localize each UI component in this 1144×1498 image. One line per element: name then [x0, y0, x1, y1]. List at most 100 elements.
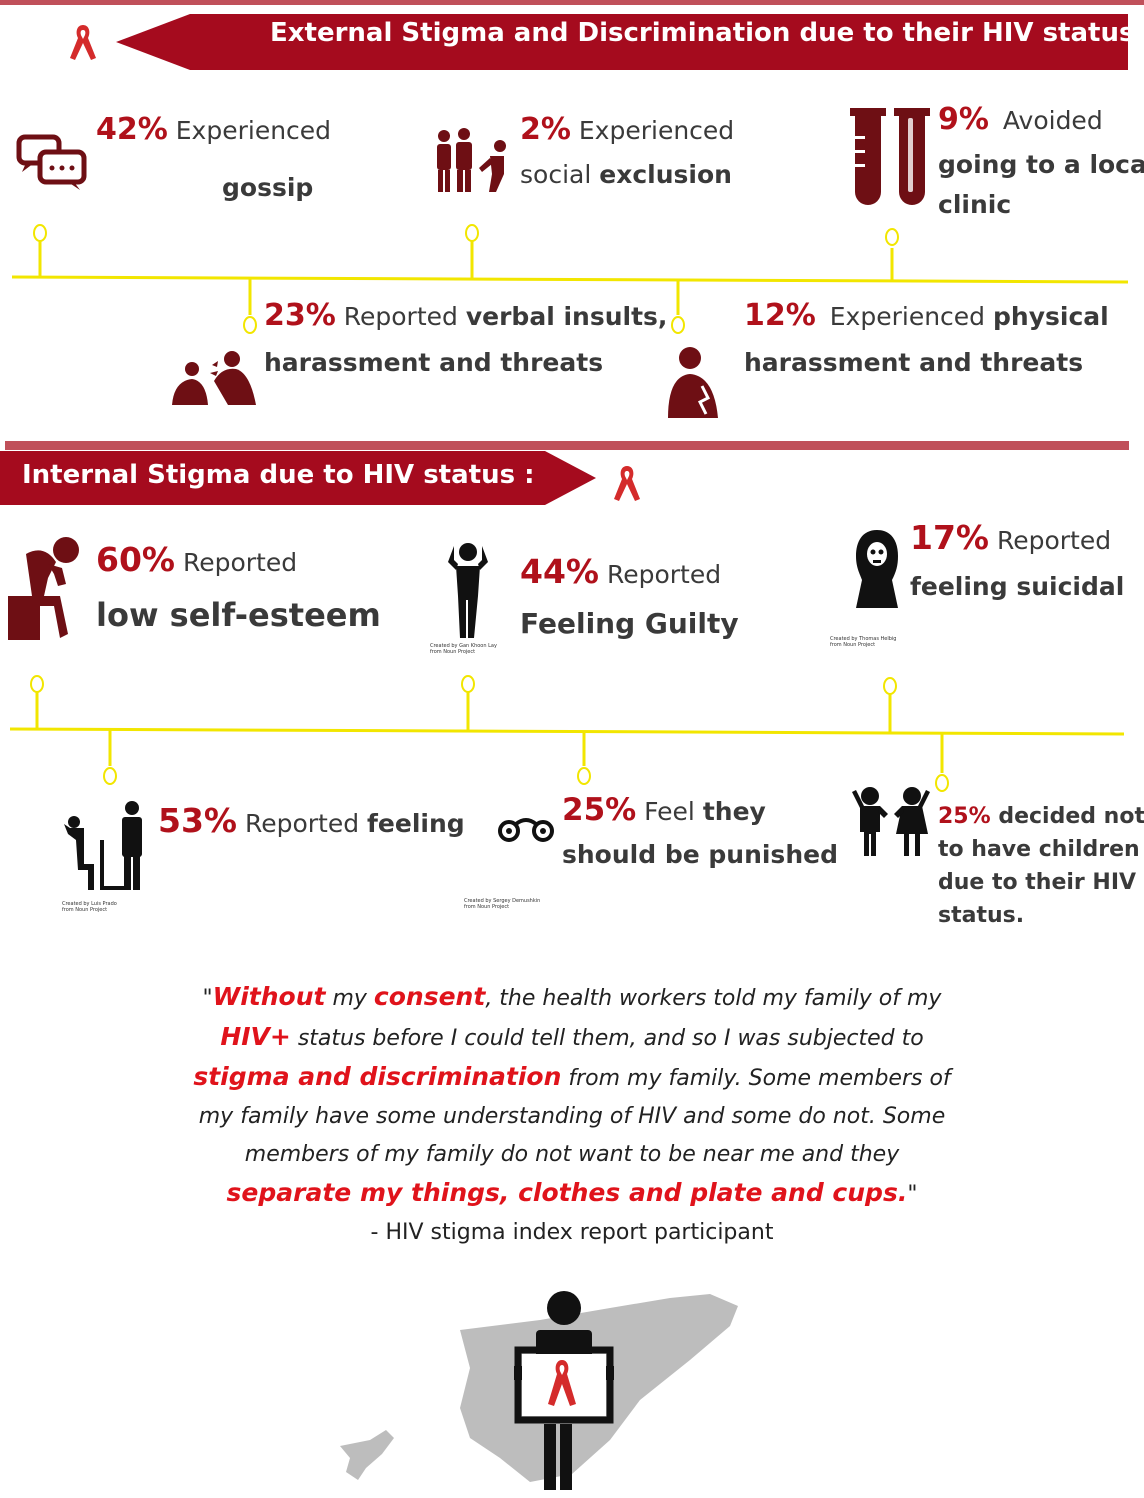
children-icon: [852, 787, 930, 856]
guilty-label: Feeling Guilty: [520, 607, 739, 640]
external-banner: [116, 14, 1128, 70]
self-esteem-percent: 60%: [96, 540, 175, 579]
quote-emphasis-stigma: stigma and discrimination: [193, 1062, 562, 1091]
children-line-3: due to their HIV: [938, 870, 1137, 895]
quote-emphasis-separate: separate my things, clothes and plate an…: [226, 1178, 908, 1207]
verbal-prefix: Reported: [343, 302, 458, 331]
sad-seated-person-icon: [8, 537, 79, 640]
distressed-person-icon: [448, 543, 488, 638]
verbal-stat: 23% Reported verbal insults,: [264, 298, 667, 333]
quote-text-3: status before I could tell them, and so …: [290, 1026, 924, 1051]
gossip-percent: 42%: [96, 112, 168, 147]
awareness-ribbon-icon: [614, 466, 640, 501]
excluded-people-icon: [437, 128, 506, 192]
gossip-prefix: Experienced: [175, 116, 332, 145]
exclusion-percent: 2%: [520, 112, 571, 147]
suicidal-credit-line-2: from Noun Project: [830, 642, 876, 648]
self-esteem-label: low self-esteem: [96, 596, 381, 634]
self-esteem-stat: 60% Reported: [96, 540, 297, 579]
feeling-credit-line-2: from Noun Project: [62, 907, 108, 913]
suicidal-prefix: Reported: [996, 526, 1112, 555]
shouting-people-icon: [172, 349, 256, 405]
awareness-ribbon-icon: [70, 25, 96, 60]
feeling-stat: 53% Reported feeling: [158, 801, 465, 840]
physical-bold-1: physical: [993, 302, 1109, 331]
punished-stat: 25% Feel they: [562, 792, 766, 828]
external-title: External Stigma and Discrimination due t…: [270, 18, 1144, 48]
quote-open-mark: ": [202, 986, 213, 1011]
verbal-percent: 23%: [264, 298, 336, 333]
guilty-prefix: Reported: [606, 560, 722, 589]
quote-emphasis-consent: consent: [373, 982, 486, 1011]
children-line-4: status.: [938, 903, 1025, 928]
suicidal-icon-credit: Created by Thomas Helbig from Noun Proje…: [830, 636, 896, 648]
physical-label-2: harassment and threats: [744, 348, 1084, 377]
guilty-credit-line-1: Created by Gan Khoon Lay: [430, 643, 497, 649]
clinic-stat: 9% Avoided: [938, 102, 1103, 137]
guilty-stat: 44% Reported: [520, 552, 721, 591]
divider-line: [5, 441, 1129, 450]
suicidal-stat: 17% Reported: [910, 518, 1111, 557]
feeling-prefix: Reported: [244, 809, 360, 838]
quote-emphasis-without: Without: [212, 982, 326, 1011]
external-timeline: [11, 224, 1129, 334]
handcuffs-icon: [498, 818, 554, 842]
physical-percent: 12%: [744, 298, 816, 333]
small-island-shape: [340, 1430, 394, 1480]
top-accent-line: [0, 0, 1144, 5]
map-person-illustration: [340, 1291, 738, 1490]
participant-quote: "Without my consent, the health workers …: [0, 978, 1144, 1252]
punished-icon-credit: Created by Sergey Demushkin from Noun Pr…: [464, 898, 540, 910]
skull-head-icon: [856, 530, 898, 608]
children-line-1: decided not: [998, 804, 1144, 829]
verbal-bold-1: verbal insults,: [465, 302, 668, 331]
feeling-credit-line-1: Created by Luis Prado: [62, 901, 117, 907]
gossip-label: gossip: [222, 173, 314, 202]
guilty-percent: 44%: [520, 552, 599, 591]
quote-attribution: - HIV stigma index report participant: [370, 1220, 774, 1245]
exclusion-label: social exclusion: [520, 160, 732, 189]
injured-person-icon: [668, 347, 718, 418]
clinic-label-1: going to a local: [938, 150, 1144, 179]
children-stat: 25% decided not to have children due to …: [938, 800, 1144, 932]
quote-text-4: from my family. Some members of: [561, 1066, 951, 1091]
guilty-icon-credit: Created by Gan Khoon Lay from Noun Proje…: [430, 643, 497, 655]
internal-timeline: [9, 675, 1125, 792]
feeling-percent: 53%: [158, 801, 237, 840]
quote-text-1: my: [325, 986, 374, 1011]
punished-credit-line-1: Created by Sergey Demushkin: [464, 898, 541, 904]
exclusion-bold: exclusion: [599, 160, 732, 189]
quote-emphasis-hiv: HIV+: [220, 1022, 291, 1051]
internal-banner: [0, 451, 596, 505]
verbal-label-2: harassment and threats: [264, 348, 604, 377]
guilty-credit-line-2: from Noun Project: [430, 649, 476, 655]
children-percent: 25%: [938, 804, 991, 829]
physical-prefix: Experienced: [829, 302, 986, 331]
gossip-stat: 42% Experienced: [96, 112, 331, 147]
awareness-ribbon-icon: [548, 1360, 576, 1406]
quote-close-mark: ": [907, 1182, 918, 1207]
physical-stat: 12% Experienced physical: [744, 298, 1109, 333]
clinic-percent: 9%: [938, 102, 989, 137]
punished-prefix: Feel: [644, 797, 695, 826]
exclusion-line2-prefix: social: [520, 160, 592, 189]
exclusion-prefix: Experienced: [578, 116, 735, 145]
isolated-person-icon: [64, 801, 142, 890]
quote-text-2: , the health workers told my family of m…: [485, 986, 942, 1011]
clinic-prefix: Avoided: [1002, 106, 1103, 135]
feeling-bold: feeling: [367, 809, 465, 838]
quote-line-4: my family have some understanding of HIV…: [198, 1104, 946, 1129]
punished-bold-1: they: [702, 797, 766, 826]
internal-title: Internal Stigma due to HIV status :: [22, 460, 535, 490]
self-esteem-prefix: Reported: [182, 548, 298, 577]
quote-line-5: members of my family do not want to be n…: [244, 1142, 900, 1167]
feeling-icon-credit: Created by Luis Prado from Noun Project: [62, 901, 117, 913]
children-line-2: to have children: [938, 837, 1140, 862]
clinic-label-2: clinic: [938, 190, 1012, 219]
punished-label-2: should be punished: [562, 840, 838, 869]
chat-bubbles-icon: [16, 134, 87, 190]
punished-credit-line-2: from Noun Project: [464, 904, 510, 910]
punished-percent: 25%: [562, 792, 637, 828]
suicidal-percent: 17%: [910, 518, 989, 557]
suicidal-credit-line-1: Created by Thomas Helbig: [830, 636, 897, 642]
